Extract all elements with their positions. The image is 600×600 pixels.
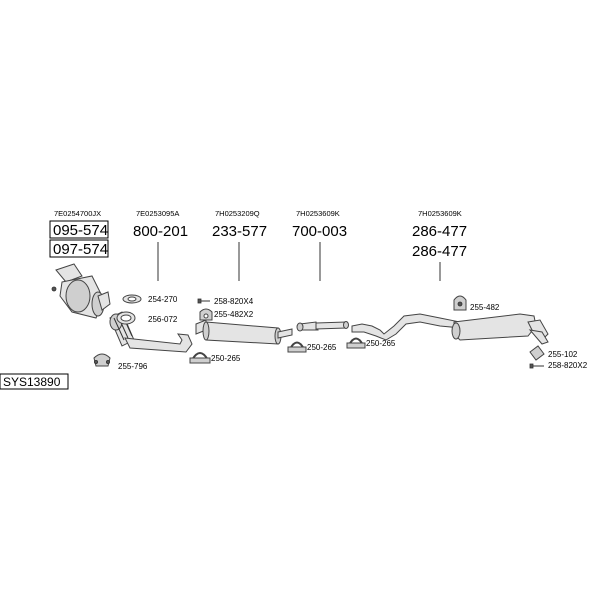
part-number-front-pipe[interactable]: 800-201 bbox=[133, 223, 188, 240]
accessory-256-072[interactable]: 256-072 bbox=[148, 315, 178, 324]
oem-code-front-pipe: 7E0253095A bbox=[136, 209, 179, 218]
oem-code-catalyst: 7E0254700JX bbox=[54, 209, 101, 218]
clamp-255-796 bbox=[93, 353, 111, 367]
part-number-catalyst-2[interactable]: 097-574 bbox=[53, 241, 108, 258]
bolt-258-820x2 bbox=[529, 363, 544, 369]
accessory-255-102[interactable]: 255-102 bbox=[548, 350, 578, 359]
intermediate-pipe-drawing bbox=[296, 321, 349, 332]
hanger-255-102 bbox=[529, 345, 545, 361]
front-pipe-drawing bbox=[109, 311, 193, 353]
gasket-254-270 bbox=[122, 294, 142, 304]
accessory-250-265-1[interactable]: 250-265 bbox=[211, 354, 241, 363]
part-number-catalyst-1[interactable]: 095-574 bbox=[53, 222, 108, 239]
accessory-254-270[interactable]: 254-270 bbox=[148, 295, 178, 304]
accessory-255-482x2[interactable]: 255-482X2 bbox=[214, 310, 254, 319]
part-number-box-097-574 bbox=[49, 239, 109, 258]
accessory-258-820x4[interactable]: 258-820X4 bbox=[214, 297, 254, 306]
hanger-255-482 bbox=[453, 295, 467, 311]
oem-code-rear-silencer: 7H0253609K bbox=[418, 209, 462, 218]
accessory-255-796[interactable]: 255-796 bbox=[118, 362, 148, 371]
rear-silencer-drawing bbox=[351, 313, 549, 345]
clamp-250-265-1 bbox=[189, 352, 211, 364]
hanger-255-482x2 bbox=[199, 308, 213, 321]
ring-256-072 bbox=[116, 311, 136, 325]
accessory-255-482[interactable]: 255-482 bbox=[470, 303, 500, 312]
accessory-258-820x2[interactable]: 258-820X2 bbox=[548, 361, 588, 370]
clamp-250-265-2 bbox=[287, 341, 307, 353]
system-code-box bbox=[0, 373, 69, 390]
middle-silencer-drawing bbox=[195, 319, 293, 345]
part-number-intermediate-pipe[interactable]: 700-003 bbox=[292, 223, 347, 240]
oem-code-intermediate-pipe: 7H0253609K bbox=[296, 209, 340, 218]
accessory-250-265-2[interactable]: 250-265 bbox=[307, 343, 337, 352]
clamp-250-265-3 bbox=[346, 337, 366, 349]
part-number-rear-silencer-1[interactable]: 286-477 bbox=[412, 223, 467, 240]
bolt-258-820x4 bbox=[197, 298, 210, 304]
accessory-250-265-3[interactable]: 250-265 bbox=[366, 339, 396, 348]
part-number-rear-silencer-2[interactable]: 286-477 bbox=[412, 243, 467, 260]
oem-code-middle-silencer: 7H0253209Q bbox=[215, 209, 260, 218]
catalytic-converter-drawing bbox=[51, 263, 111, 319]
part-number-box-095-574 bbox=[49, 220, 109, 239]
system-code: SYS13890 bbox=[3, 375, 61, 389]
part-number-middle-silencer[interactable]: 233-577 bbox=[212, 223, 267, 240]
